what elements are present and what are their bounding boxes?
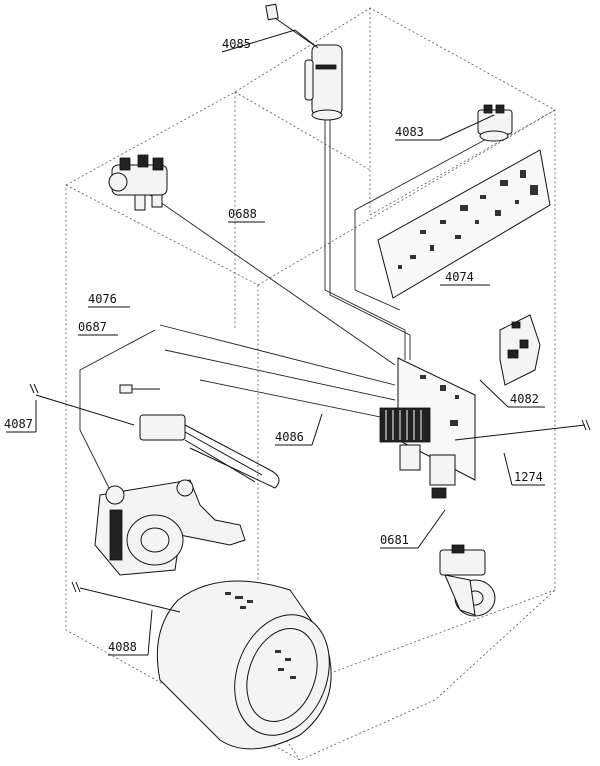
label-4085: 4085 bbox=[222, 37, 251, 51]
part-4088-drum bbox=[156, 580, 332, 750]
part-4083-pressure-switch bbox=[477, 104, 513, 142]
motor-control-board bbox=[379, 357, 476, 499]
label-1274: 1274 bbox=[514, 470, 543, 484]
part-4085-suppressor bbox=[265, 3, 343, 121]
part-4074-main-board bbox=[377, 149, 551, 299]
part-labels: 4085 4083 0688 4074 4076 0687 4082 4087 … bbox=[4, 37, 543, 654]
label-0688: 0688 bbox=[228, 207, 257, 221]
label-4074: 4074 bbox=[445, 270, 474, 284]
label-0687: 0687 bbox=[78, 320, 107, 334]
leader-lines bbox=[6, 29, 591, 656]
label-4088: 4088 bbox=[108, 640, 137, 654]
part-0681-drain-pump bbox=[439, 544, 496, 617]
label-4086: 4086 bbox=[275, 430, 304, 444]
label-4082: 4082 bbox=[510, 392, 539, 406]
label-4087: 4087 bbox=[4, 417, 33, 431]
drain-pump-motor bbox=[94, 479, 246, 576]
label-4076: 4076 bbox=[88, 292, 117, 306]
part-4086-heating-element bbox=[119, 384, 280, 489]
label-0681: 0681 bbox=[380, 533, 409, 547]
wiring-harness bbox=[79, 85, 495, 491]
part-0688-inlet-valve bbox=[108, 154, 168, 211]
part-4082-connector bbox=[499, 314, 541, 386]
label-4083: 4083 bbox=[395, 125, 424, 139]
